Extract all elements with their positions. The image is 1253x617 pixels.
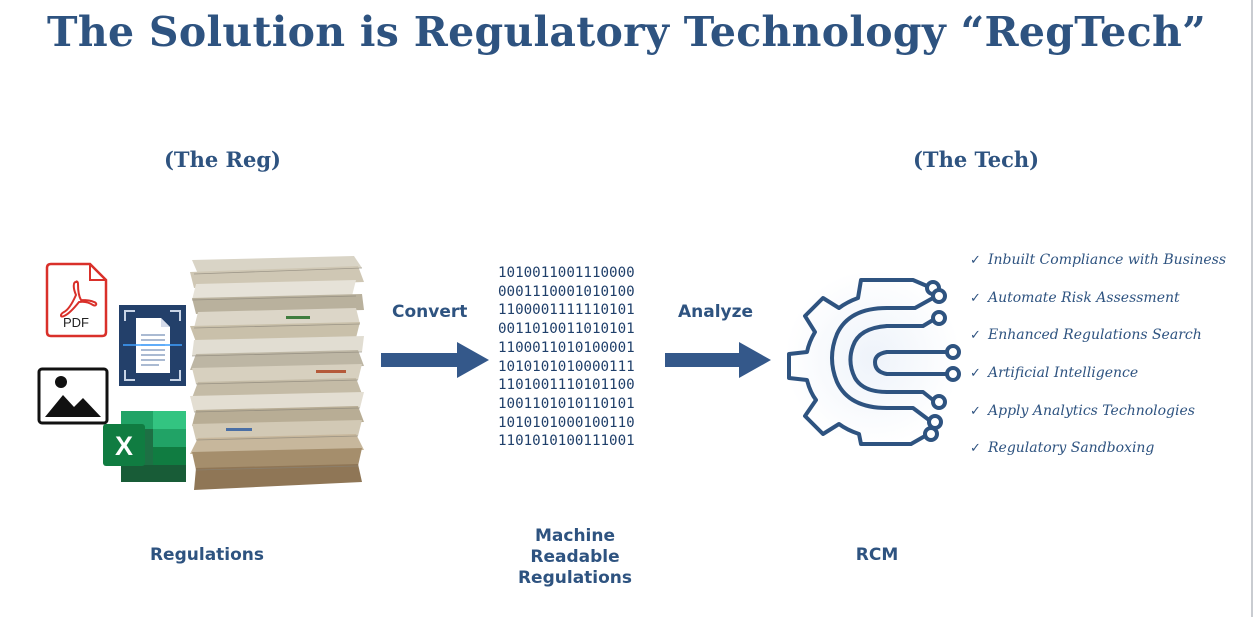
paper-stack-edges — [191, 267, 363, 471]
binary-line: 1101010100111001 — [498, 433, 635, 450]
benefit-text: Inbuilt Compliance with Business — [988, 252, 1227, 268]
paper-tab-blue — [226, 428, 252, 431]
benefit-item: ✓ Apply Analytics Technologies — [970, 403, 1226, 441]
caption-rcm: RCM — [855, 545, 899, 565]
benefit-text: Apply Analytics Technologies — [988, 402, 1195, 419]
circuit-gear-icon — [785, 270, 961, 446]
convert-label: Convert — [392, 302, 468, 322]
binary-line: 1001101010110101 — [498, 395, 635, 412]
benefit-text: Enhanced Regulations Search — [988, 327, 1202, 344]
analyze-label: Analyze — [678, 302, 754, 322]
binary-data-block: 1010011001110000 0001110001010100 110000… — [498, 264, 635, 451]
page-edge-divider — [1251, 0, 1253, 617]
binary-line: 1010101010000111 — [498, 358, 635, 375]
checkmark-icon: ✓ — [970, 441, 981, 457]
caption-line: Regulations — [517, 568, 633, 588]
pdf-file-icon: PDF — [45, 262, 108, 338]
paper-stack-sheets — [190, 256, 364, 490]
checkmark-icon: ✓ — [970, 253, 981, 268]
binary-line: 0001110001010100 — [498, 283, 635, 300]
benefit-item: ✓ Inbuilt Compliance with Business — [970, 252, 1226, 290]
scanned-document-icon — [119, 305, 186, 386]
benefit-item: ✓ Enhanced Regulations Search — [970, 327, 1226, 365]
binary-line: 1100001111110101 — [498, 302, 635, 319]
benefit-item: ✓ Automate Risk Assessment — [970, 290, 1226, 328]
section-label-reg: (The Reg) — [164, 147, 281, 172]
caption-line: Machine — [534, 526, 616, 546]
pdf-label: PDF — [63, 315, 89, 330]
paper-tab-red — [316, 370, 346, 373]
binary-line: 1101001110101100 — [498, 377, 635, 394]
binary-line: 1010101000100110 — [498, 414, 635, 431]
checkmark-icon: ✓ — [970, 403, 981, 419]
image-file-icon — [37, 367, 109, 425]
paper-tab-green — [286, 316, 310, 319]
checkmark-icon: ✓ — [970, 366, 981, 382]
excel-label: X — [115, 431, 133, 461]
caption-line: Readable — [530, 547, 620, 567]
binary-line: 1010011001110000 — [498, 265, 635, 281]
benefit-item: ✓ Regulatory Sandboxing — [970, 440, 1226, 478]
benefit-text: Artificial Intelligence — [988, 365, 1139, 382]
caption-machine-readable: Machine Readable Regulations — [505, 526, 645, 589]
binary-line: 0011010011010101 — [498, 321, 635, 338]
paper-stack-image — [190, 256, 364, 490]
checkmark-icon: ✓ — [970, 328, 981, 344]
benefits-list: ✓ Inbuilt Compliance with Business ✓ Autom… — [970, 252, 1226, 478]
benefit-item: ✓ Artificial Intelligence — [970, 365, 1226, 403]
binary-line: 1100011010100001 — [498, 339, 635, 356]
excel-file-icon: X — [103, 411, 186, 482]
convert-arrow — [381, 342, 489, 378]
analyze-arrow — [665, 342, 771, 378]
benefit-text: Automate Risk Assessment — [988, 289, 1180, 306]
section-label-tech: (The Tech) — [913, 147, 1040, 172]
caption-regulations: Regulations — [149, 545, 265, 565]
checkmark-icon: ✓ — [970, 290, 981, 306]
slide-title: The Solution is Regulatory Technology “R… — [47, 8, 1206, 56]
benefit-text: Regulatory Sandboxing — [988, 440, 1155, 457]
